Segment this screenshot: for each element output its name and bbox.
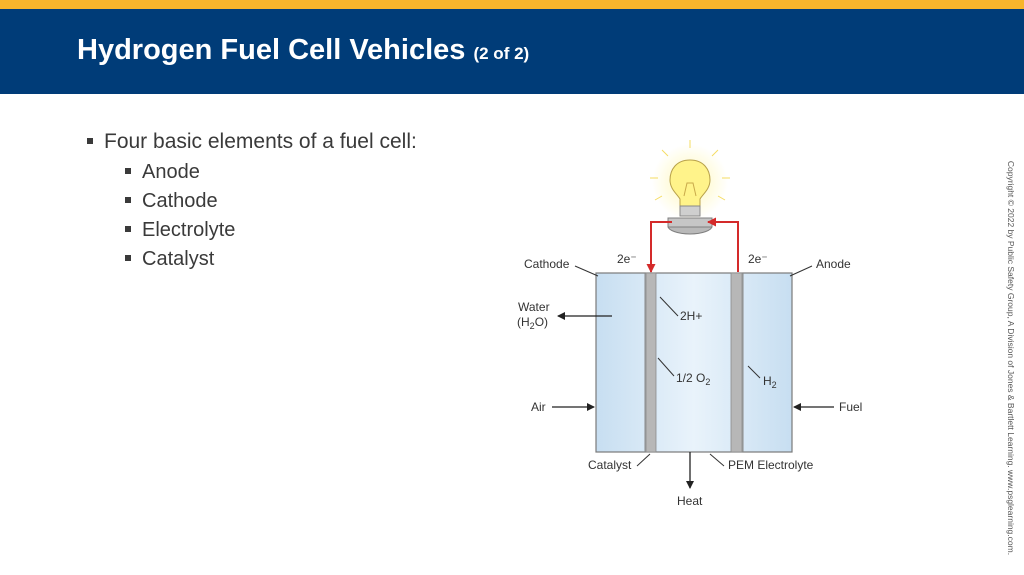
cathode-catalyst-layer	[645, 272, 657, 453]
label-protons: 2H+	[680, 309, 702, 323]
label-hydrogen: H2	[763, 374, 777, 390]
fuel-cell-body	[595, 272, 793, 453]
external-circuit	[646, 217, 739, 273]
sub-bullet-electrolyte: Electrolyte	[86, 216, 417, 245]
label-anode: Anode	[816, 257, 851, 271]
anode-catalyst-layer	[730, 272, 743, 453]
label-heat: Heat	[677, 494, 703, 508]
bullet-main: Four basic elements of a fuel cell:	[86, 128, 417, 158]
sub-bullet-catalyst: Catalyst	[86, 245, 417, 274]
slide-title-suffix: (2 of 2)	[473, 44, 530, 63]
label-catalyst: Catalyst	[588, 458, 632, 472]
light-bulb-icon	[650, 140, 730, 235]
flow-arrows	[552, 312, 834, 489]
label-electron-left: 2e⁻	[617, 252, 637, 266]
label-oxygen: 1/2 O2	[676, 371, 710, 387]
label-air: Air	[531, 400, 546, 414]
label-fuel: Fuel	[839, 400, 862, 414]
title-bar	[0, 9, 1024, 94]
slide-title: Hydrogen Fuel Cell Vehicles (2 of 2)	[77, 34, 529, 67]
label-water: Water	[518, 300, 550, 314]
bullet-list: Four basic elements of a fuel cell: Anod…	[86, 128, 417, 274]
label-water-formula: (H2O)	[517, 315, 548, 331]
sub-bullet-anode: Anode	[86, 158, 417, 187]
label-electron-right: 2e⁻	[748, 252, 768, 266]
label-pem-electrolyte: PEM Electrolyte	[728, 458, 814, 472]
sub-bullet-cathode: Cathode	[86, 187, 417, 216]
top-accent-stripe	[0, 0, 1024, 9]
label-cathode: Cathode	[524, 257, 570, 271]
slide-title-main: Hydrogen Fuel Cell Vehicles	[77, 34, 466, 66]
